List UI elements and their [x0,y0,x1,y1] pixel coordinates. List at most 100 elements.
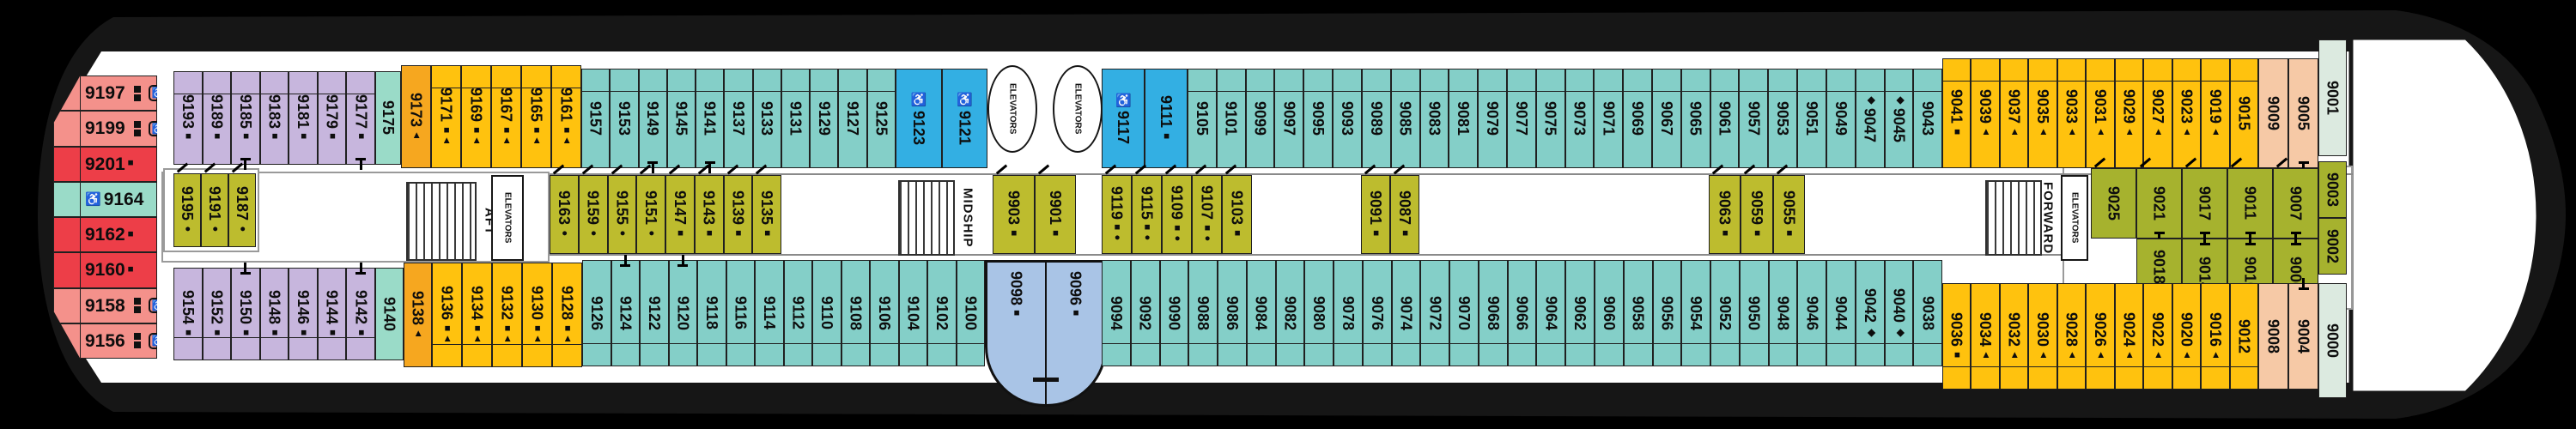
cabin-9148[interactable]: 9148■ [259,268,289,360]
cabin-9122[interactable]: 9122 [640,260,669,366]
cabin-9181[interactable]: 9181■ [289,71,318,165]
cabin-9030[interactable]: 9030▲ [2028,283,2057,390]
cabin-9054[interactable]: 9054 [1681,260,1711,366]
cabin-9057[interactable]: 9057 [1739,69,1769,168]
cabin-9115[interactable]: 9115■● [1132,164,1162,254]
cabin-9007[interactable]: 9007 [2273,157,2318,244]
cabin-9101[interactable]: 9101 [1216,69,1246,168]
cabin-9099[interactable]: 9099 [1245,69,1275,168]
cabin-9029[interactable]: 9029▲ [2114,58,2144,168]
cabin-9111[interactable]: 9111■ [1145,69,1188,168]
cabin-9104[interactable]: 9104 [898,260,927,366]
cabin-9036[interactable]: 9036■ [1942,283,1971,390]
cabin-9095[interactable]: 9095 [1303,69,1334,168]
cabin-9039[interactable]: 9039▲ [1971,58,2000,168]
cabin-9090[interactable]: 9090 [1159,260,1189,366]
cabin-9032[interactable]: 9032▲ [1999,283,2029,390]
cabin-9012[interactable]: 9012 [2229,283,2258,390]
cabin-9153[interactable]: 9153 [610,69,639,168]
cabin-9183[interactable]: 9183■ [259,71,289,165]
cabin-9132[interactable]: 9132■▲ [492,263,522,367]
cabin-9177[interactable]: 9177■ [346,71,376,170]
cabin-9124[interactable]: 9124 [611,255,640,366]
cabin-9047[interactable]: ◆9047 [1855,69,1885,168]
cabin-9179[interactable]: 9179■ [317,71,347,165]
cabin-9173[interactable]: 9173▲ [401,65,431,168]
cabin-9068[interactable]: 9068 [1478,260,1508,366]
cabin-9008[interactable]: 9008 [2258,283,2288,390]
cabin-9094[interactable]: 9094 [1102,260,1131,366]
cabin-9152[interactable]: 9152■ [202,268,232,360]
cabin-9091[interactable]: 9091■ [1361,164,1390,254]
cabin-9117[interactable]: ♿9117 [1102,69,1145,168]
cabin-9167[interactable]: 9167■▲ [491,65,521,168]
cabin-9085[interactable]: 9085 [1390,69,1420,168]
cabin-9062[interactable]: 9062 [1565,260,1595,366]
cabin-9052[interactable]: 9052 [1710,260,1740,366]
cabin-9093[interactable]: 9093 [1333,69,1362,168]
cabin-9064[interactable]: 9064 [1536,260,1566,366]
cabin-9150[interactable]: 9150■ [231,263,260,360]
cabin-9164[interactable]: ♿9164 [53,181,157,217]
cabin-9034[interactable]: 9034▲ [1971,283,2000,390]
cabin-9145[interactable]: 9145 [666,69,696,168]
cabin-9078[interactable]: 9078 [1334,260,1363,366]
cabin-9160[interactable]: 9160■ [53,252,157,288]
cabin-9130[interactable]: 9130■▲ [522,263,552,367]
cabin-9003[interactable]: 9003 [2318,161,2347,218]
cabin-9903[interactable]: 9903■ [993,164,1035,254]
cabin-9050[interactable]: 9050 [1739,260,1769,366]
cabin-9175[interactable]: 9175 [375,71,401,165]
cabin-9016[interactable]: 9016▲ [2201,283,2230,390]
cabin-9042[interactable]: 9042◆ [1855,260,1885,366]
cabin-9901[interactable]: 9901■ [1034,164,1076,254]
cabin-9128[interactable]: 9128■▲ [552,263,582,367]
cabin-9151[interactable]: 9151● [636,164,665,254]
cabin-9199[interactable]: 9199♿ [53,111,157,147]
cabin-9071[interactable]: 9071 [1594,69,1624,168]
cabin-9126[interactable]: 9126 [582,260,611,366]
cabin-9051[interactable]: 9051 [1797,69,1826,168]
cabin-9060[interactable]: 9060 [1595,260,1624,366]
cabin-9144[interactable]: 9144■ [317,268,347,360]
cabin-9065[interactable]: 9065 [1680,69,1710,168]
cabin-9133[interactable]: 9133 [752,69,781,168]
cabin-9100[interactable]: 9100 [956,260,985,366]
cabin-9086[interactable]: 9086 [1218,260,1247,366]
cabin-9023[interactable]: 9023▲ [2172,58,2202,168]
cabin-9043[interactable]: 9043 [1913,69,1943,168]
cabin-9163[interactable]: 9163● [550,164,579,254]
cabin-9044[interactable]: 9044 [1826,260,1856,366]
cabin-9059[interactable]: 9059■ [1741,164,1773,254]
cabin-9004[interactable]: 9004 [2288,278,2318,390]
cabin-9070[interactable]: 9070 [1449,260,1479,366]
cabin-9165[interactable]: 9165■▲ [521,65,551,168]
cabin-9021[interactable]: 9021 [2136,157,2182,244]
cabin-9026[interactable]: 9026▲ [2086,283,2115,390]
cabin-9035[interactable]: 9035▲ [2028,58,2057,168]
cabin-9028[interactable]: 9028▲ [2057,283,2087,390]
cabin-9106[interactable]: 9106 [870,260,899,366]
cabin-9067[interactable]: 9067 [1652,69,1681,168]
cabin-9092[interactable]: 9092 [1130,260,1160,366]
cabin-9193[interactable]: 9193■ [173,71,203,165]
cabin-9048[interactable]: 9048 [1768,260,1798,366]
cabin-9141[interactable]: 9141 [696,69,725,173]
cabin-9077[interactable]: 9077 [1506,69,1536,168]
cabin-9046[interactable]: 9046 [1797,260,1827,366]
cabin-9127[interactable]: 9127 [838,69,867,168]
cabin-9033[interactable]: 9033▲ [2057,58,2087,168]
cabin-9159[interactable]: 9159● [578,164,608,254]
cabin-9001[interactable]: 9001 [2318,39,2347,156]
cabin-9045[interactable]: ◆9045 [1884,69,1914,168]
cabin-9075[interactable]: 9075 [1535,69,1565,168]
cabin-9098[interactable]: 9098■ [987,263,1045,404]
cabin-9123[interactable]: ♿9123 [896,69,942,168]
cabin-9103[interactable]: 9103■ [1222,164,1252,254]
cabin-9079[interactable]: 9079 [1478,69,1507,168]
cabin-9161[interactable]: 9161■▲ [551,65,581,168]
cabin-9149[interactable]: 9149 [638,69,667,173]
cabin-9125[interactable]: 9125 [866,69,896,168]
cabin-9162[interactable]: 9162■ [53,217,157,253]
cabin-9189[interactable]: 9189■ [202,71,232,165]
